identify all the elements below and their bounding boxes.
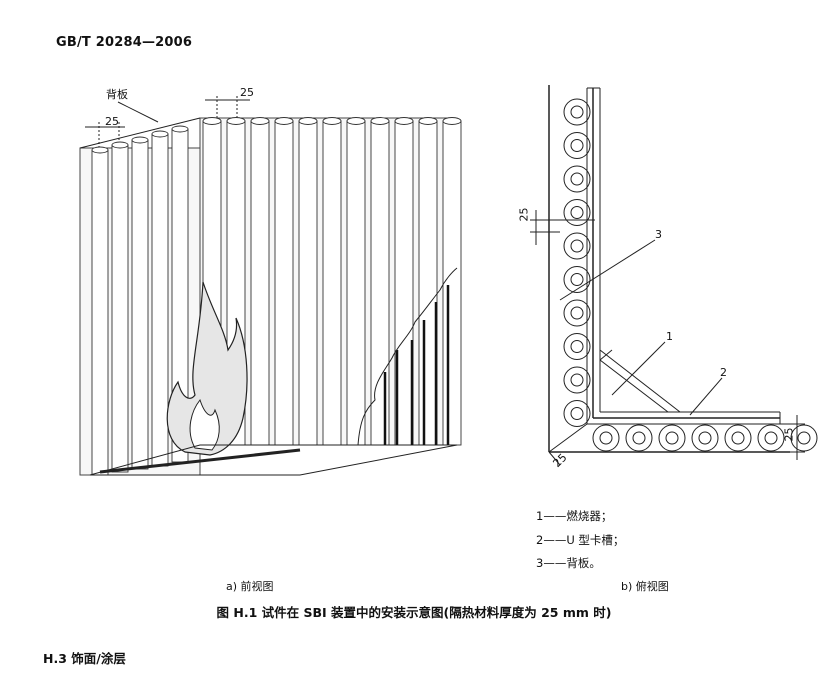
torn-section xyxy=(383,285,450,445)
ring xyxy=(563,266,591,293)
legend-item-3: 3——背板。 xyxy=(536,556,601,570)
backboard-label: 背板 xyxy=(106,88,128,101)
figure-caption: 图 H.1 试件在 SBI 装置中的安装示意图(隔热材料厚度为 25 mm 时) xyxy=(216,605,612,620)
front-dim-left: 25 xyxy=(105,115,119,128)
legend-item-1: 1——燃烧器； xyxy=(536,509,613,523)
tube xyxy=(418,117,438,446)
subfigure-a-label: a) 前视图 xyxy=(226,580,274,593)
ring xyxy=(592,424,620,452)
ring xyxy=(563,366,591,394)
ring xyxy=(757,424,785,452)
tube xyxy=(442,117,462,446)
section-heading: H.3 饰面/涂层 xyxy=(43,651,126,666)
ring xyxy=(563,98,591,126)
tube xyxy=(131,136,149,470)
top-view-drawing xyxy=(530,85,805,466)
ring xyxy=(563,199,591,226)
top-dim-vertical: 25 xyxy=(517,207,531,222)
ring xyxy=(790,424,818,452)
callout-1: 1 xyxy=(666,330,673,343)
flame-drawing xyxy=(166,281,248,456)
ring xyxy=(563,232,591,260)
ring xyxy=(625,424,653,452)
tube xyxy=(151,130,169,467)
tube xyxy=(298,117,318,446)
tube xyxy=(370,117,390,446)
callout-3: 3 xyxy=(655,228,662,241)
subfigure-b-label: b) 俯视图 xyxy=(621,580,669,593)
ring xyxy=(658,424,686,452)
insulation-rings xyxy=(563,98,818,452)
legend-item-2: 2——U 型卡槽； xyxy=(536,533,625,547)
ring xyxy=(563,333,591,360)
ring xyxy=(563,400,591,427)
figure-h1-drawing xyxy=(79,85,818,476)
ring xyxy=(563,132,591,159)
ring xyxy=(724,424,752,452)
front-dim-top: 25 xyxy=(240,86,254,99)
ring xyxy=(563,165,591,193)
callout-2: 2 xyxy=(720,366,727,379)
insulation-tubes xyxy=(91,117,462,476)
standard-code: GB/T 20284—2006 xyxy=(56,35,193,50)
tube xyxy=(111,141,129,473)
tube xyxy=(250,117,270,446)
tube xyxy=(274,117,294,446)
tube xyxy=(346,117,366,446)
tube xyxy=(322,117,342,446)
ring xyxy=(563,299,591,327)
ring xyxy=(691,424,719,452)
top-dim-right: 25 xyxy=(782,427,796,442)
tube xyxy=(91,146,109,476)
